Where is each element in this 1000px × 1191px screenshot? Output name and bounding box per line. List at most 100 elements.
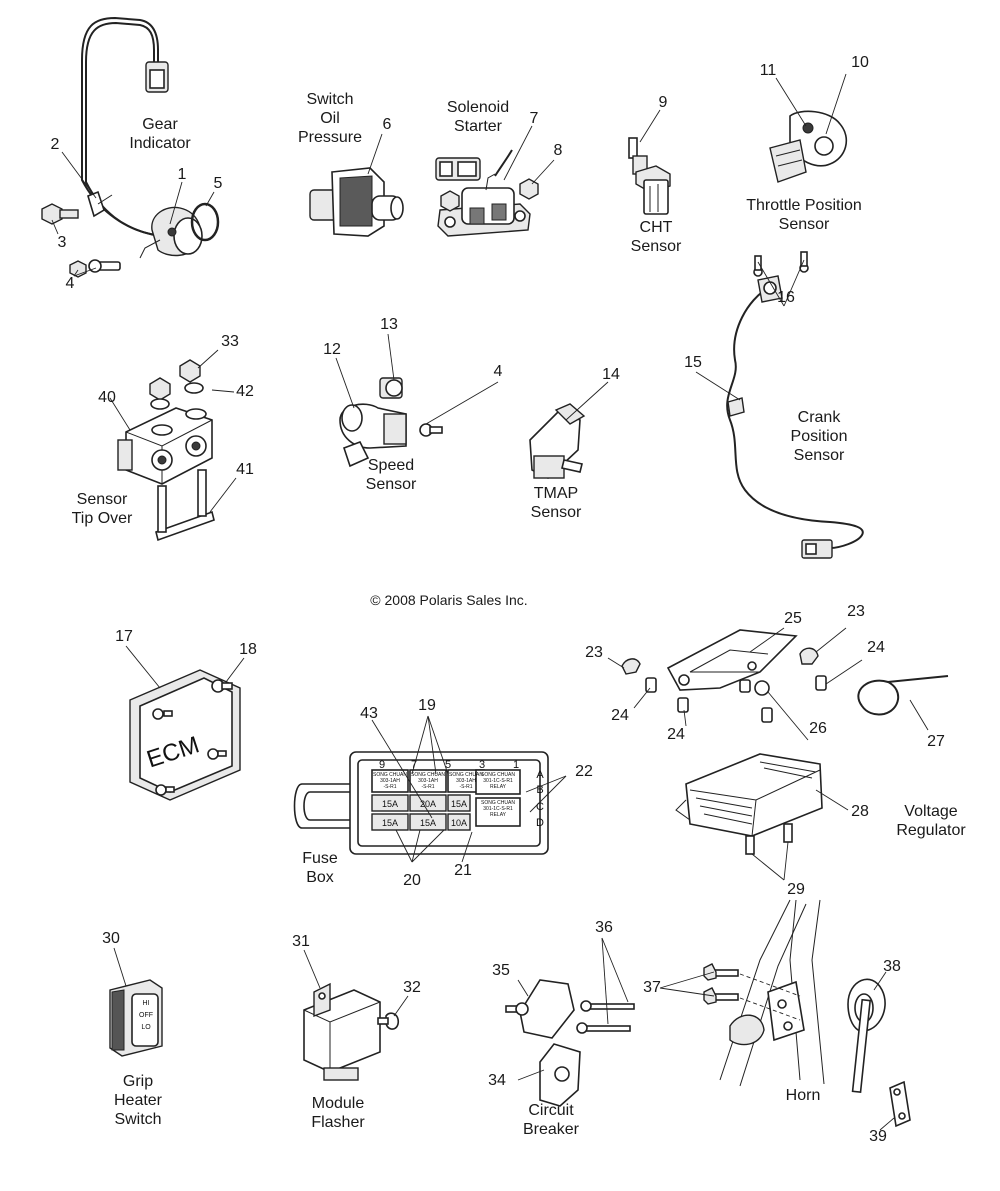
- ecm-drawing: ECM: [129, 669, 241, 801]
- callout-16: 16: [777, 289, 795, 306]
- oil-pressure-switch-drawing: [309, 167, 404, 237]
- label-horn: Horn: [785, 1087, 821, 1104]
- callout-17: 17: [115, 628, 133, 645]
- relay-label: SONG CHUAN: [373, 772, 407, 778]
- fuse-slot-number: 9: [379, 759, 385, 771]
- callout-27: 27: [927, 733, 945, 750]
- callout-37: 37: [643, 979, 661, 996]
- callout-23b: 23: [847, 603, 865, 620]
- relay-label: -S-R1: [383, 784, 396, 790]
- relay-label: RELAY: [490, 812, 507, 818]
- callout-23: 23: [585, 644, 603, 661]
- callout-24c: 24: [667, 726, 685, 743]
- fuse-rating: 15A: [382, 818, 398, 828]
- callout-9: 9: [658, 94, 668, 111]
- relay-label: RELAY: [490, 784, 507, 790]
- relay-label: 303-1AH: [418, 778, 438, 784]
- callout-7: 7: [529, 110, 539, 127]
- fuse-row-letter: C: [536, 801, 544, 813]
- callout-32: 32: [403, 979, 421, 996]
- relay-label: SONG CHUAN: [449, 772, 483, 778]
- relay-label: 301-1C-S-R1: [483, 806, 513, 812]
- relay-label: 301-1C-S-R1: [483, 778, 513, 784]
- callout-8: 8: [553, 142, 563, 159]
- fuse-slot-number: 7: [411, 759, 417, 771]
- fuse-rating: 15A: [382, 799, 398, 809]
- callout-40: 40: [98, 389, 116, 406]
- grip-switch-face: HI OFF LO: [139, 1000, 153, 1031]
- relay-label: 303-1AH: [380, 778, 400, 784]
- callout-24: 24: [611, 707, 629, 724]
- callout-29: 29: [787, 881, 805, 898]
- grip-heater-switch-drawing: [109, 979, 163, 1057]
- callout-13: 13: [380, 316, 398, 333]
- leader-lines: [51, 73, 929, 1131]
- callout-4: 4: [65, 275, 75, 292]
- callout-21: 21: [454, 862, 472, 879]
- tip-over-sensor-drawing: [117, 359, 215, 542]
- callout-11: 11: [759, 62, 777, 79]
- callout-1: 1: [177, 166, 187, 183]
- fuse-slot-number: 3: [479, 759, 485, 771]
- horn-drawing: [703, 899, 911, 1128]
- fuse-row-letter: B: [536, 784, 543, 796]
- callout-18: 18: [239, 641, 257, 658]
- callout-22: 22: [575, 763, 593, 780]
- callout-6: 6: [382, 116, 392, 133]
- callout-25: 25: [784, 610, 802, 627]
- circuit-breaker-drawing: [505, 979, 635, 1107]
- callout-12: 12: [323, 341, 341, 358]
- callout-19: 19: [418, 697, 436, 714]
- callout-14: 14: [602, 366, 620, 383]
- fuse-rating: 20A: [420, 799, 436, 809]
- callout-2: 2: [50, 136, 60, 153]
- relay-label: SONG CHUAN: [481, 772, 515, 778]
- callout-43: 43: [360, 705, 378, 722]
- callout-10: 10: [851, 54, 869, 71]
- tmap-sensor-drawing: [419, 403, 586, 479]
- callout-34: 34: [488, 1072, 506, 1089]
- callout-24b: 24: [867, 639, 885, 656]
- callout-35: 35: [492, 962, 510, 979]
- callout-31: 31: [292, 933, 310, 950]
- throttle-position-sensor-drawing: [769, 110, 848, 183]
- callout-39: 39: [869, 1128, 887, 1145]
- callout-26: 26: [809, 720, 827, 737]
- crank-position-sensor-drawing: [726, 251, 864, 559]
- solenoid-starter-drawing: [435, 149, 539, 237]
- regulator-bracket-drawing: [621, 629, 949, 855]
- module-flasher-drawing: [303, 982, 400, 1081]
- fuse-rating: 10A: [451, 818, 467, 828]
- callout-20: 20: [403, 872, 421, 889]
- fuse-slot-number: 1: [513, 759, 519, 771]
- gear-indicator-drawing: [41, 16, 220, 278]
- relay-label: -S-R1: [459, 784, 472, 790]
- fuse-row-letter: D: [536, 817, 544, 829]
- callout-3: 3: [57, 234, 67, 251]
- callout-30: 30: [102, 930, 120, 947]
- fuse-rating: 15A: [451, 799, 467, 809]
- callout-28: 28: [851, 803, 869, 820]
- fuse-rating: 15A: [420, 818, 436, 828]
- cht-sensor-drawing: [628, 137, 671, 215]
- relay-label: 303-1AH: [456, 778, 476, 784]
- callout-41: 41: [236, 461, 254, 478]
- fuse-slot-number: 5: [445, 759, 451, 771]
- callout-5: 5: [213, 175, 223, 192]
- callout-15: 15: [684, 354, 702, 371]
- relay-label: SONG CHUAN: [411, 772, 445, 778]
